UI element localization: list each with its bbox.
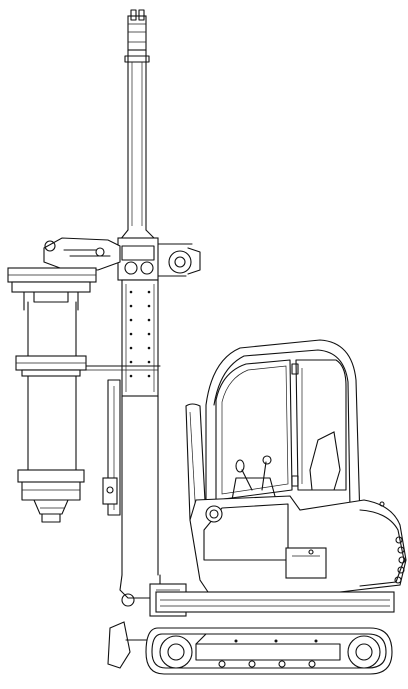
dozer-blade [107,621,131,669]
mast [71,9,201,576]
idler-wheel [347,635,381,669]
undercarriage [107,621,393,675]
mast-head-assembly [117,237,201,281]
drill-auger [7,267,97,523]
upper-body [155,403,407,613]
mast-upper-tube [119,49,157,241]
mast-lower-body [121,279,159,576]
operator-cab [205,339,361,521]
sprocket-wheel [159,635,193,669]
mast-top-head [124,9,150,63]
track-outer [145,627,393,675]
mast-cylinder [102,379,121,516]
